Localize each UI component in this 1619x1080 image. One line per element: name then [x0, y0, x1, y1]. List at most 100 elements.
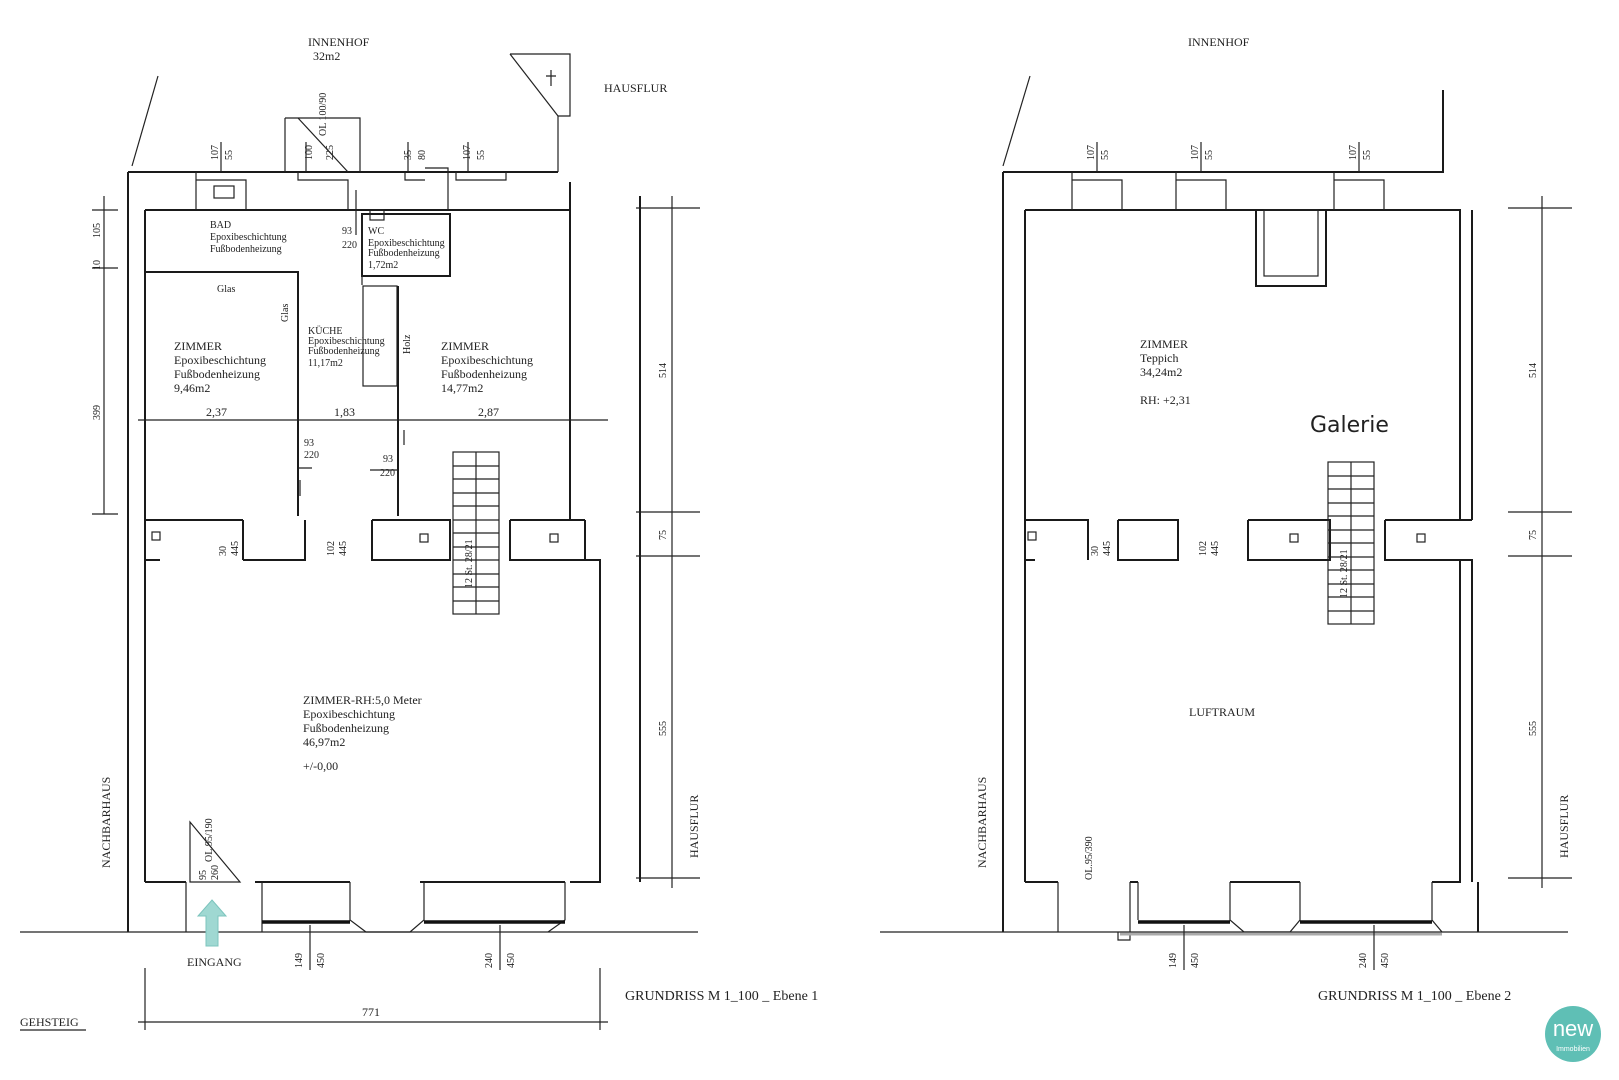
- opening2-2-b: 445: [1210, 541, 1221, 556]
- opening-1-b: 445: [230, 541, 241, 556]
- window-top-2-a: 100: [304, 145, 315, 160]
- plan-ebene-2: INNENHOF 107 55 107 55 107 55 ZIMMER Tep…: [880, 35, 1572, 1004]
- innenhof-label-2: INNENHOF: [1188, 35, 1250, 49]
- staircase-2: [1327, 461, 1375, 625]
- window-dim-ticks-2: [1183, 925, 1375, 970]
- innenhof-label: INNENHOF: [308, 35, 370, 49]
- outer-walls-2: [1002, 90, 1461, 932]
- plan2-title: GRUNDRISS M 1_100 _ Ebene 2: [1318, 989, 1511, 1004]
- right-dimension-line: [636, 196, 700, 888]
- logo-mark: new: [1553, 1016, 1593, 1041]
- w2-top-3-a: 107: [1348, 145, 1359, 160]
- zimmer-left-coating: Epoxibeschichtung: [174, 353, 266, 367]
- wc-heating: Fußbodenheizung: [368, 248, 440, 259]
- dim-left-mid: 399: [92, 405, 103, 420]
- window-bottom-2-a: 240: [484, 953, 495, 968]
- w2-top-3-b: 55: [1362, 150, 1373, 160]
- plan1-title: GRUNDRISS M 1_100 _ Ebene 1: [625, 989, 818, 1004]
- width-right: 2,87: [478, 405, 499, 419]
- window-dims-top-2: [1096, 142, 1360, 172]
- niche-box-2-inner: [1263, 209, 1319, 277]
- window-niche-2-1: [1071, 172, 1123, 210]
- zimmer-right-name: ZIMMER: [441, 339, 489, 353]
- wc-coating: Epoxibeschichtung: [368, 238, 445, 249]
- staircase-1: [452, 451, 500, 615]
- wc-toilet-icon: [369, 209, 385, 221]
- glas-horizontal-label: Glas: [217, 284, 235, 295]
- w2-top-1-a: 107: [1086, 145, 1097, 160]
- glass-partition: [145, 271, 299, 516]
- stairs-label-1: 12 St. 28/21: [464, 539, 475, 588]
- opening-2-b: 445: [338, 541, 349, 556]
- w2-bottom-1-b: 450: [1190, 953, 1201, 968]
- wc-door-width: 93: [342, 226, 352, 237]
- zimmer-main-heating: Fußbodenheizung: [303, 721, 389, 735]
- door-left-height: 220: [304, 450, 319, 461]
- nachbarhaus-label: NACHBARHAUS: [99, 777, 113, 868]
- window-ol-box: [284, 117, 361, 172]
- galerie-label: Galerie: [1310, 413, 1389, 438]
- w2-bottom-2-a: 240: [1358, 953, 1369, 968]
- window-niche-1: [195, 172, 247, 210]
- left-dimension-line: [92, 196, 118, 515]
- entrance-arrow-icon: [196, 899, 228, 947]
- column2-icon-2: [1289, 533, 1299, 543]
- window-top-3-b: 80: [417, 150, 428, 160]
- niche-box-2: [1255, 209, 1327, 287]
- front-jambs-2: [1057, 882, 1443, 941]
- bad-heating: Fußbodenheizung: [210, 244, 282, 255]
- brand-logo: new Immobilien: [1545, 1006, 1601, 1062]
- luftraum-label: LUFTRAUM: [1189, 705, 1255, 719]
- window-dim-ticks: [309, 925, 501, 970]
- wc-door-height: 220: [342, 240, 357, 251]
- door2-ol: OL.95/390: [1084, 836, 1095, 880]
- window-niche-3: [404, 167, 449, 210]
- dim-right-top: 514: [658, 363, 669, 378]
- zimmer-left-name: ZIMMER: [174, 339, 222, 353]
- nachbarhaus-label-2: NACHBARHAUS: [975, 777, 989, 868]
- innenhof-area: 32m2: [313, 49, 340, 63]
- wc-name: WC: [368, 226, 384, 237]
- w2-top-2-a: 107: [1190, 145, 1201, 160]
- zimmer-right-coating: Epoxibeschichtung: [441, 353, 533, 367]
- kueche-heating: Fußbodenheizung: [308, 346, 380, 357]
- window-top-1-b: 55: [224, 150, 235, 160]
- total-width: 771: [362, 1005, 380, 1019]
- hausflur-mark: [546, 70, 556, 86]
- dim2-right-bottom: 555: [1528, 721, 1539, 736]
- stairs-label-2: 12 St. 28/21: [1339, 549, 1350, 598]
- zimmer2-name: ZIMMER: [1140, 337, 1188, 351]
- window-top-2-b: 225: [325, 145, 336, 160]
- window-top-4-a: 107: [462, 145, 473, 160]
- gallery-edge-2: [1025, 519, 1460, 561]
- middle-wall: [144, 519, 600, 561]
- entry-door-ol: OL.95/190: [204, 818, 215, 862]
- hausflur-stair-line: [510, 53, 571, 172]
- width-mid: 1,83: [334, 405, 355, 419]
- window-niche-4: [455, 172, 507, 181]
- opening2-1-a: 30: [1090, 546, 1101, 556]
- bad-name: BAD: [210, 220, 231, 231]
- right-walls-2: [1460, 210, 1479, 932]
- zimmer2-floor: Teppich: [1140, 351, 1178, 365]
- column-icon-1: [151, 531, 161, 541]
- window-bottom-1-a: 149: [294, 953, 305, 968]
- window-ol-diagonal: [297, 117, 349, 173]
- column-icon-2: [419, 533, 429, 543]
- opening2-2-a: 102: [1198, 541, 1209, 556]
- total-width-line: [138, 968, 608, 1030]
- window-top-1-a: 107: [210, 145, 221, 160]
- zimmer-left-area: 9,46m2: [174, 381, 210, 395]
- right-lower-walls: [570, 520, 601, 883]
- dim2-right-top: 514: [1528, 363, 1539, 378]
- hausflur-top-label: HAUSFLUR: [604, 81, 667, 95]
- zimmer-right-heating: Fußbodenheizung: [441, 367, 527, 381]
- gehsteig-label: GEHSTEIG: [20, 1015, 79, 1029]
- w2-bottom-2-b: 450: [1380, 953, 1391, 968]
- window-niche-2: [297, 172, 349, 210]
- right-dimension-line-2: [1508, 196, 1572, 888]
- zimmer2-area: 34,24m2: [1140, 365, 1182, 379]
- zimmer-main-area: 46,97m2: [303, 735, 345, 749]
- window-niche-2-2: [1175, 172, 1227, 210]
